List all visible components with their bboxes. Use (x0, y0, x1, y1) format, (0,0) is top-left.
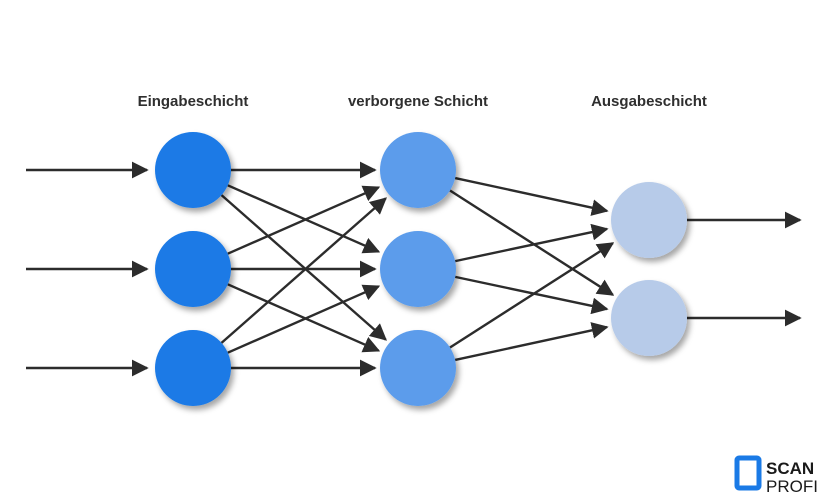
input-node-1 (155, 132, 231, 208)
connection-hidden-2-to-1 (454, 223, 609, 263)
connection-input-2-to-1 (227, 185, 381, 255)
connection-input-1-to-3 (220, 194, 387, 341)
connection-input-2-to-3 (227, 283, 381, 353)
connection-input-3-to-2 (227, 284, 381, 354)
connection-hidden-3-to-2 (454, 322, 609, 362)
connection-hidden-2-to-2 (454, 275, 609, 315)
nodes (155, 132, 687, 406)
connection-hidden-3-to-1 (449, 242, 615, 349)
connections (26, 161, 802, 377)
input-node-3 (155, 330, 231, 406)
connection-input-3-to-1 (220, 197, 387, 344)
layer-title-input: Eingabeschicht (138, 93, 249, 110)
hidden-node-1 (380, 132, 456, 208)
connection-hidden-1-to-1 (454, 176, 609, 216)
hidden-node-2 (380, 231, 456, 307)
connection-input-1-to-2 (227, 184, 381, 254)
output-node-1 (611, 182, 687, 258)
output-node-2 (611, 280, 687, 356)
layer-title-output: Ausgabeschicht (591, 93, 707, 110)
logo-line1: SCAN (766, 459, 814, 478)
layer-title-hidden: verborgene Schicht (348, 93, 488, 110)
logo-mark-icon (734, 455, 762, 491)
logo-line2: PROFI (766, 477, 818, 496)
hidden-node-3 (380, 330, 456, 406)
input-node-2 (155, 231, 231, 307)
connection-hidden-1-to-2 (449, 189, 615, 296)
scanprofi-logo: SCAN PROFI (734, 455, 818, 496)
